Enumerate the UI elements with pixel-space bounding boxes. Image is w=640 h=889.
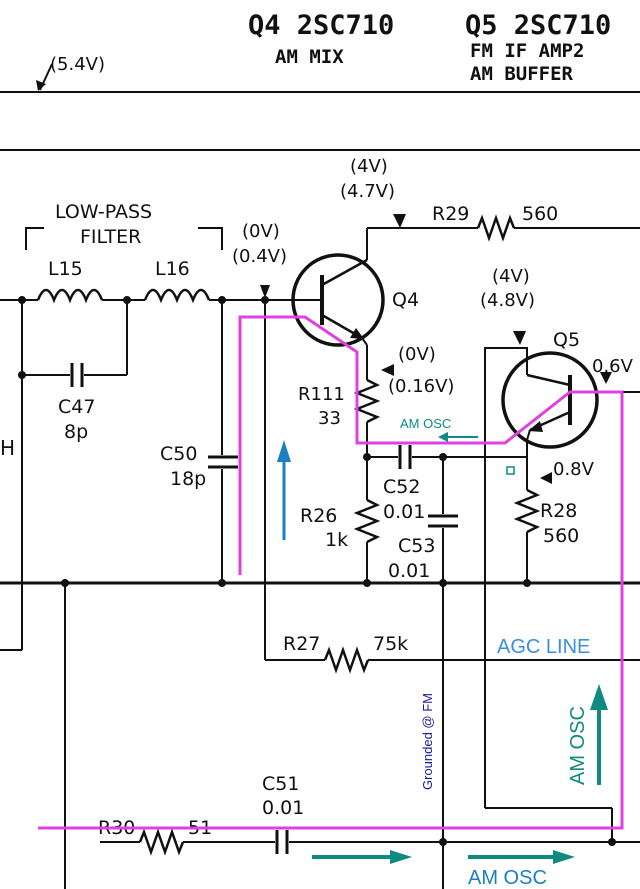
- q5-function-1: FM IF AMP2: [470, 40, 584, 62]
- c51-label: C51: [262, 773, 299, 795]
- capacitor-c50: C50 18p: [160, 300, 238, 583]
- c47-value: 8p: [64, 421, 88, 443]
- inductor-l15: L15: [0, 258, 145, 304]
- q4-collector-voltage-am: (4.7V): [340, 181, 395, 202]
- q5-collector-voltage-am: (4.8V): [480, 290, 535, 311]
- blue-up-arrow: [277, 440, 291, 540]
- am-osc-up-arrow: [590, 684, 608, 785]
- r111-label: R111: [298, 384, 345, 405]
- am-osc-bottom-label: AM OSC: [468, 867, 547, 889]
- low-pass-label-1: LOW-PASS: [55, 201, 152, 223]
- resistor-r27: R27 75k: [283, 633, 640, 674]
- q4-title: Q4 2SC710: [248, 10, 394, 41]
- r26-label: R26: [300, 505, 337, 527]
- q4-label: Q4: [392, 289, 419, 311]
- r28-value: 560: [543, 525, 579, 547]
- capacitor-c52: C52 0.01: [383, 445, 527, 523]
- resistor-r30: R30 51: [98, 817, 275, 856]
- capacitor-c53: C53 0.01: [388, 457, 458, 583]
- low-pass-label-2: FILTER: [80, 226, 141, 248]
- bottom-right-arrow-1: [312, 850, 412, 864]
- q5-label: Q5: [553, 329, 580, 351]
- marker-square: [506, 466, 515, 475]
- q4-function: AM MIX: [275, 46, 344, 68]
- supply-rail: (5.4V): [0, 54, 640, 93]
- q5-emitter-voltage: 0.8V: [553, 459, 595, 480]
- r28-label: R28: [540, 500, 577, 522]
- am-osc-left-arrow: [438, 432, 478, 442]
- transistor-q5: Q5: [501, 329, 640, 490]
- grounded-fm-label: Grounded @ FM: [420, 693, 435, 790]
- c52-label: C52: [383, 476, 420, 498]
- r111-value: 33: [318, 408, 341, 429]
- c51-value: 0.01: [262, 797, 304, 819]
- capacitor-c47: C47 8p: [22, 300, 128, 443]
- r29-value: 560: [522, 203, 558, 225]
- q4-base-voltage-fm: (0V): [242, 221, 280, 242]
- l15-label: L15: [48, 258, 83, 280]
- am-osc-vertical-label: AM OSC: [567, 706, 589, 785]
- c47-label: C47: [58, 396, 95, 418]
- c52-value: 0.01: [383, 501, 425, 523]
- q4-emitter-voltage-am: (0.16V): [388, 376, 454, 397]
- resistor-r29: R29 560: [367, 203, 640, 242]
- q4-base-arrow: [260, 285, 270, 298]
- bottom-right-arrow-2: [468, 850, 575, 864]
- q4-base-voltage-am: (0.4V): [232, 246, 287, 267]
- r27-label: R27: [283, 633, 320, 655]
- resistor-r26: R26 1k: [300, 498, 381, 583]
- q5-base-voltage: 0.6V: [592, 356, 634, 377]
- c50-label: C50: [160, 443, 197, 465]
- resistor-r111: R111 33: [298, 378, 381, 500]
- q5-title: Q5 2SC710: [465, 10, 611, 41]
- q5-function-2: AM BUFFER: [470, 63, 574, 85]
- q5-collector-voltage-fm: (4V): [492, 266, 530, 287]
- rail-voltage: (5.4V): [50, 54, 105, 75]
- junction-dots: [18, 296, 616, 846]
- r29-label: R29: [432, 203, 469, 225]
- am-osc-signal-path: [38, 315, 624, 830]
- r27-value: 75k: [373, 633, 408, 655]
- agc-line-label: AGC LINE: [497, 636, 590, 658]
- resistor-r28: R28 560: [513, 488, 579, 583]
- capacitor-c51: C51 0.01: [262, 773, 640, 854]
- low-pass-filter-bracket: LOW-PASS FILTER: [25, 201, 223, 250]
- q4-emitter-voltage-fm: (0V): [398, 344, 436, 365]
- transistor-q4: Q4: [291, 228, 419, 380]
- q4-collector-voltage-fm: (4V): [350, 156, 388, 177]
- r26-value: 1k: [325, 529, 348, 551]
- c53-value: 0.01: [388, 560, 430, 582]
- am-osc-small-label: AM OSC: [400, 416, 451, 431]
- left-h-label: H: [0, 436, 15, 460]
- c53-label: C53: [398, 535, 435, 557]
- c50-value: 18p: [170, 468, 206, 490]
- l16-label: L16: [155, 258, 190, 280]
